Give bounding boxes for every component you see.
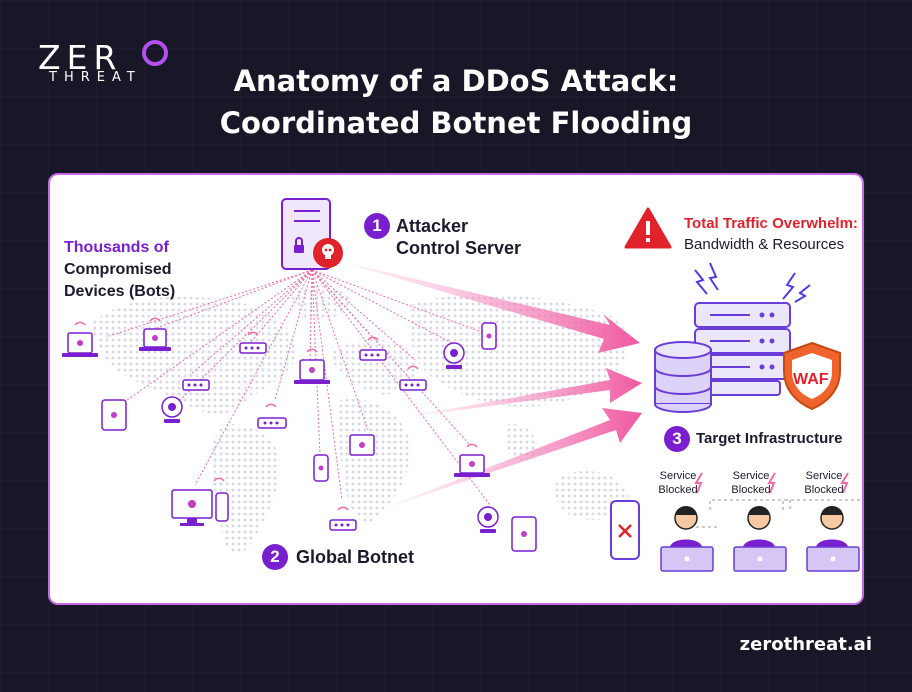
blocked-user bbox=[733, 472, 787, 572]
bots-label-line-3: Devices (Bots) bbox=[64, 283, 176, 300]
service-status-2-line-1: Service bbox=[732, 470, 770, 482]
diagram-canvas bbox=[62, 198, 862, 572]
bot-webcam bbox=[477, 506, 499, 533]
attack-traffic-beams bbox=[335, 260, 642, 510]
step-1-label: Attacker Control Server bbox=[396, 215, 521, 259]
bots-label-line-2: Compromised bbox=[64, 261, 172, 278]
overwhelm-line-1: Total Traffic Overwhelm: bbox=[684, 215, 858, 232]
waf-label: WAF bbox=[793, 371, 829, 388]
logo-ring-icon bbox=[142, 40, 168, 66]
bot-laptop bbox=[294, 348, 330, 384]
service-status-1-line-1: Service bbox=[659, 470, 697, 482]
database-icon bbox=[654, 341, 712, 413]
service-status-3-line-1: Service bbox=[805, 470, 843, 482]
bot-laptop bbox=[349, 434, 375, 456]
service-status-3: Service Blocked bbox=[796, 469, 852, 497]
bot-laptop bbox=[454, 443, 490, 477]
warning-icon bbox=[624, 207, 672, 249]
bot-laptop bbox=[62, 321, 98, 357]
logo-subtitle: THREAT bbox=[49, 70, 142, 85]
service-status-1-line-2: Blocked bbox=[658, 484, 698, 496]
bot-phone bbox=[313, 454, 329, 482]
bot-phone bbox=[215, 492, 229, 522]
bots-label-line-1: Thousands of bbox=[64, 239, 169, 256]
zerothreat-logo: ZER THREAT bbox=[38, 38, 178, 90]
bot-tablet bbox=[101, 399, 127, 431]
service-status-1: Service Blocked bbox=[650, 469, 706, 497]
diagram-panel: Thousands of Compromised Devices (Bots) … bbox=[48, 173, 864, 605]
page-title: Anatomy of a DDoS Attack: Coordinated Bo… bbox=[190, 60, 722, 144]
title-line-1: Anatomy of a DDoS Attack: bbox=[233, 64, 679, 98]
overwhelm-label: Total Traffic Overwhelm: Bandwidth & Res… bbox=[684, 213, 858, 255]
service-status-3-line-2: Blocked bbox=[804, 484, 844, 496]
bot-laptop bbox=[139, 317, 171, 351]
service-status-2-line-2: Blocked bbox=[731, 484, 771, 496]
bot-webcam bbox=[161, 396, 183, 423]
step-2-badge: 2 bbox=[262, 544, 288, 570]
bot-phone bbox=[481, 322, 497, 350]
waf-shield-icon bbox=[783, 341, 841, 411]
step-3-label: Target Infrastructure bbox=[696, 430, 843, 447]
command-links bbox=[105, 269, 491, 506]
step-3-badge: 3 bbox=[664, 426, 690, 452]
user-links bbox=[690, 499, 862, 528]
bot-router bbox=[399, 365, 427, 391]
bot-webcam bbox=[443, 342, 465, 369]
bots-label: Thousands of Compromised Devices (Bots) bbox=[64, 237, 175, 303]
service-status-2: Service Blocked bbox=[723, 469, 779, 497]
overwhelm-line-2: Bandwidth & Resources bbox=[684, 236, 845, 253]
bot-router bbox=[239, 331, 267, 354]
attacker-server-icon bbox=[281, 198, 343, 270]
logo-wordmark: ZER bbox=[38, 38, 123, 77]
blocked-user bbox=[660, 472, 714, 572]
blocked-phone-icon bbox=[610, 500, 640, 560]
step-2-label: Global Botnet bbox=[296, 547, 414, 567]
target-server-rack-icon bbox=[694, 302, 791, 396]
bot-router bbox=[182, 379, 210, 391]
bot-tablet bbox=[511, 516, 537, 552]
bot-router bbox=[329, 506, 357, 531]
blocked-user bbox=[806, 472, 860, 572]
site-url[interactable]: zerothreat.ai bbox=[739, 634, 872, 655]
step-1-line-2: Control Server bbox=[396, 238, 522, 258]
step-1-badge: 1 bbox=[364, 213, 390, 239]
bot-router bbox=[359, 336, 387, 361]
lightning-icons bbox=[694, 262, 811, 303]
bot-router bbox=[257, 403, 287, 429]
bot-desktop bbox=[171, 477, 225, 526]
step-1-line-1: Attacker bbox=[396, 216, 469, 236]
title-line-2: Coordinated Botnet Flooding bbox=[219, 106, 693, 140]
